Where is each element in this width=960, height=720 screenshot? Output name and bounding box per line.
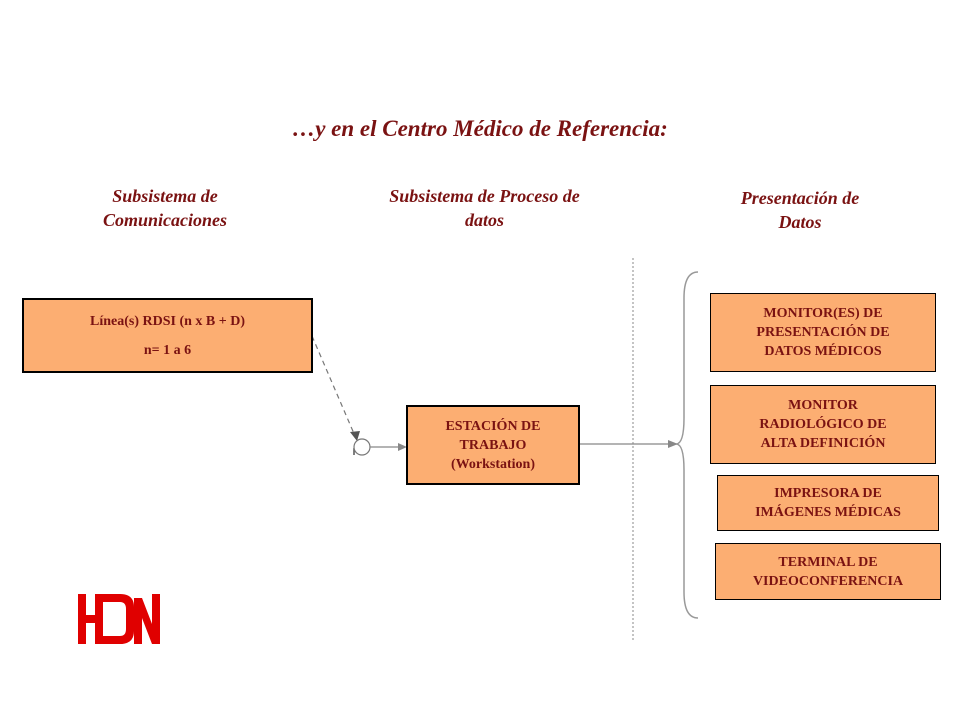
heading-processing-line1: Subsistema de Proceso de bbox=[389, 186, 580, 206]
box-monitor-radio-line2: RADIOLÓGICO DE bbox=[759, 417, 887, 432]
link-to-bracket-arrowhead bbox=[668, 440, 678, 448]
heading-communications-line2: Comunicaciones bbox=[102, 210, 227, 230]
company-logo-icon bbox=[78, 594, 160, 644]
box-workstation-line2: TRABAJO bbox=[459, 437, 527, 453]
junction-circle bbox=[353, 438, 371, 456]
dashed-link bbox=[311, 335, 356, 437]
link-to-workstation-arrowhead bbox=[398, 443, 407, 451]
box-monitor-data-line3: DATOS MÉDICOS bbox=[764, 344, 882, 359]
box-monitor-data-line1: MONITOR(ES) DE bbox=[763, 306, 883, 321]
box-monitor-radio-line1: MONITOR bbox=[788, 398, 858, 413]
box-monitor-data: MONITOR(ES) DE PRESENTACIÓN DE DATOS MÉD… bbox=[710, 293, 936, 372]
box-monitor-radio: MONITOR RADIOLÓGICO DE ALTA DEFINICIÓN bbox=[710, 385, 936, 464]
box-monitor-radio-line3: ALTA DEFINICIÓN bbox=[760, 436, 886, 451]
heading-communications: Subsistema de Comunicaciones bbox=[60, 184, 270, 232]
curly-bracket bbox=[675, 271, 699, 619]
box-workstation-line3: (Workstation) bbox=[451, 456, 535, 472]
slide-title: …y en el Centro Médico de Referencia: bbox=[292, 116, 668, 141]
heading-presentation-line1: Presentación de bbox=[740, 188, 860, 208]
heading-processing: Subsistema de Proceso de datos bbox=[352, 184, 617, 232]
box-printer-line2: IMÁGENES MÉDICAS bbox=[755, 505, 901, 520]
box-rdsi-line2: n= 1 a 6 bbox=[143, 342, 192, 358]
box-videoconf-line1: TERMINAL DE bbox=[778, 554, 878, 570]
heading-processing-line2: datos bbox=[464, 210, 504, 230]
dashed-link-arrowhead bbox=[350, 431, 360, 441]
heading-presentation: Presentación de Datos bbox=[700, 186, 900, 234]
box-printer-line1: IMPRESORA DE bbox=[774, 486, 882, 501]
box-rdsi-line: Línea(s) RDSI (n x B + D) n= 1 a 6 bbox=[22, 298, 313, 373]
box-monitor-data-line2: PRESENTACIÓN DE bbox=[756, 325, 890, 340]
box-rdsi-line1: Línea(s) RDSI (n x B + D) bbox=[90, 313, 245, 329]
heading-presentation-line2: Datos bbox=[778, 212, 822, 232]
box-workstation: ESTACIÓN DE TRABAJO (Workstation) bbox=[406, 405, 580, 485]
box-workstation-line1: ESTACIÓN DE bbox=[445, 418, 541, 434]
heading-communications-line1: Subsistema de bbox=[112, 186, 218, 206]
box-videoconf-line2: VIDEOCONFERENCIA bbox=[752, 573, 904, 589]
box-printer: IMPRESORA DE IMÁGENES MÉDICAS bbox=[717, 475, 939, 531]
box-videoconf: TERMINAL DE VIDEOCONFERENCIA bbox=[715, 543, 941, 600]
